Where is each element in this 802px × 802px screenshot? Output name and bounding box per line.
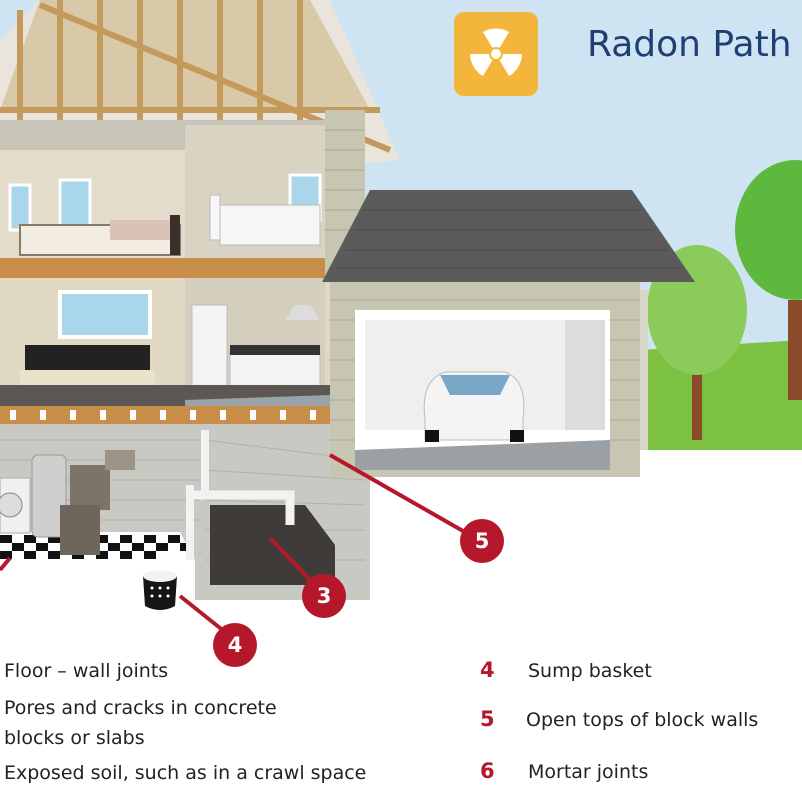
garage xyxy=(322,190,695,477)
basement xyxy=(0,424,370,610)
legend-right-1: Sump basket xyxy=(528,660,652,682)
legend-right-number-5: 5 xyxy=(480,707,495,731)
upper-floor xyxy=(0,120,330,265)
radon-badge xyxy=(454,12,538,96)
legend-right-number-6: 6 xyxy=(480,759,495,783)
tree-right xyxy=(735,160,802,400)
lawn xyxy=(640,340,802,470)
radiation-icon xyxy=(470,28,522,76)
marker-3: 3 xyxy=(302,574,346,618)
floor-joists-upper xyxy=(0,258,330,278)
leader-lines xyxy=(0,453,471,634)
legend-left-1: Floor – wall joints xyxy=(4,660,169,682)
marker-4: 4 xyxy=(213,623,257,667)
marker-5: 5 xyxy=(460,519,504,563)
main-floor xyxy=(0,278,330,412)
legend-right-3: Mortar joints xyxy=(528,761,649,783)
legend-left-3: Exposed soil, such as in a crawl space xyxy=(4,762,367,784)
legend-right-number-4: 4 xyxy=(480,658,495,682)
legend-left-2: Pores and cracks in concrete blocks or s… xyxy=(4,697,277,749)
page-title: Radon Path xyxy=(587,24,792,65)
legend-right-2: Open tops of block walls xyxy=(526,709,759,731)
